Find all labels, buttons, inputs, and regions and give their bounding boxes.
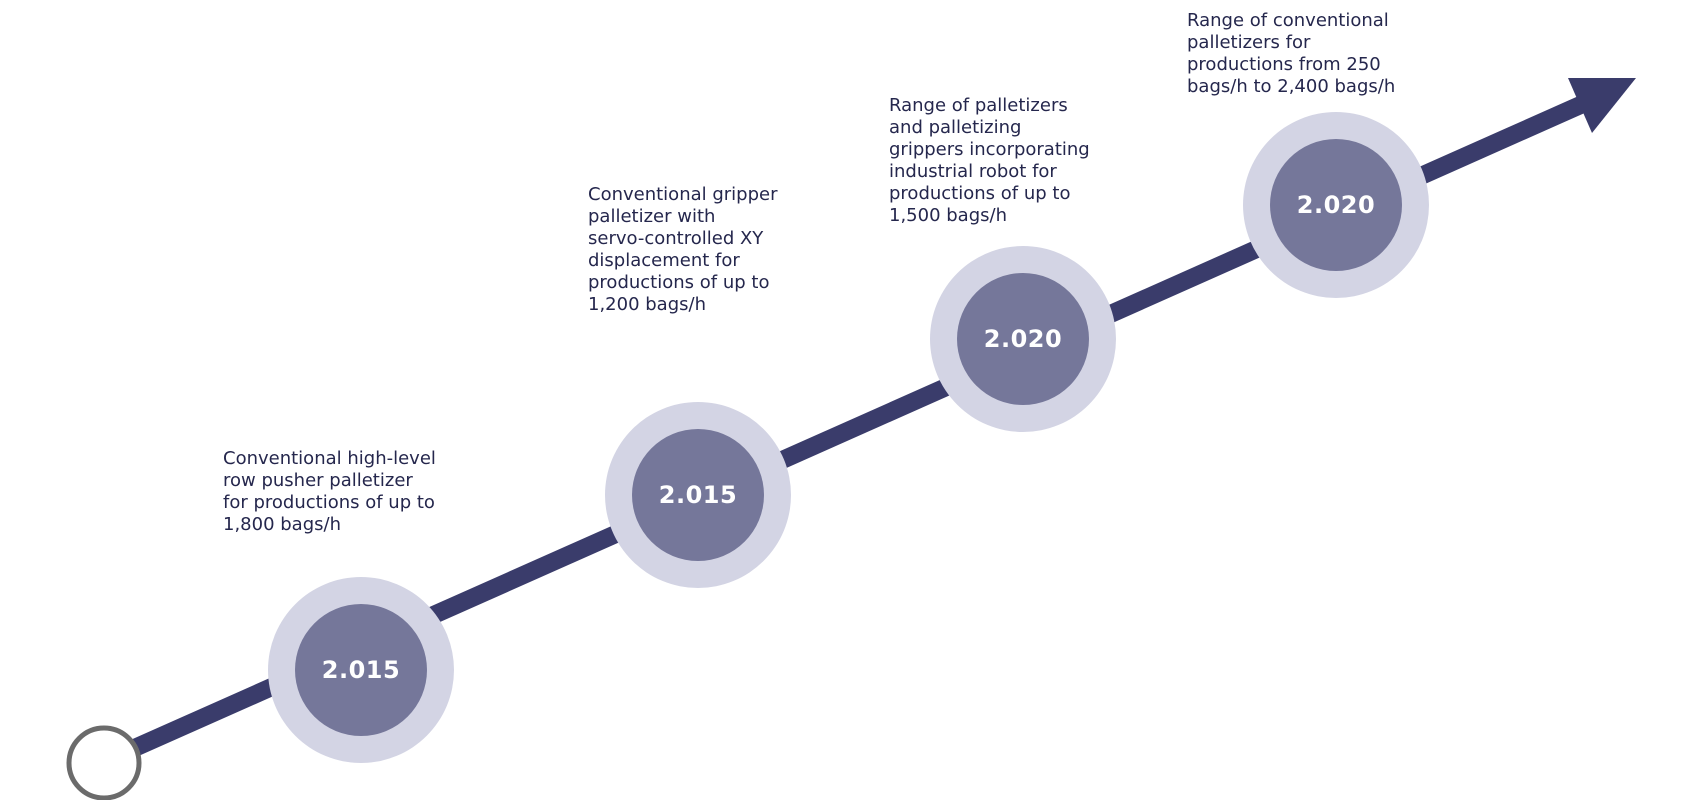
milestone-year: 2.020 <box>984 325 1062 353</box>
milestone-description-2: Conventional gripper palletizer with ser… <box>588 184 778 315</box>
milestone-inner-circle <box>1270 139 1402 271</box>
milestone-node-2: 2.015 <box>605 402 791 588</box>
arrow-head-icon <box>1568 78 1636 133</box>
milestone-description-3: Range of palletizers and palletizing gri… <box>889 95 1090 226</box>
milestone-inner-circle <box>632 429 764 561</box>
milestone-description-4: Range of conventional palletizers for pr… <box>1187 10 1396 97</box>
start-marker <box>66 725 142 800</box>
milestone-inner-circle <box>957 273 1089 405</box>
milestone-node-4: 2.020 <box>1243 112 1429 298</box>
milestone-year: 2.015 <box>659 481 737 509</box>
milestone-node-3: 2.020 <box>930 246 1116 432</box>
milestone-year: 2.015 <box>322 656 400 684</box>
milestone-year: 2.020 <box>1297 191 1375 219</box>
milestone-description-1: Conventional high-level row pusher palle… <box>223 448 436 535</box>
milestone-inner-circle <box>295 604 427 736</box>
milestone-node-1: 2.015 <box>268 577 454 763</box>
